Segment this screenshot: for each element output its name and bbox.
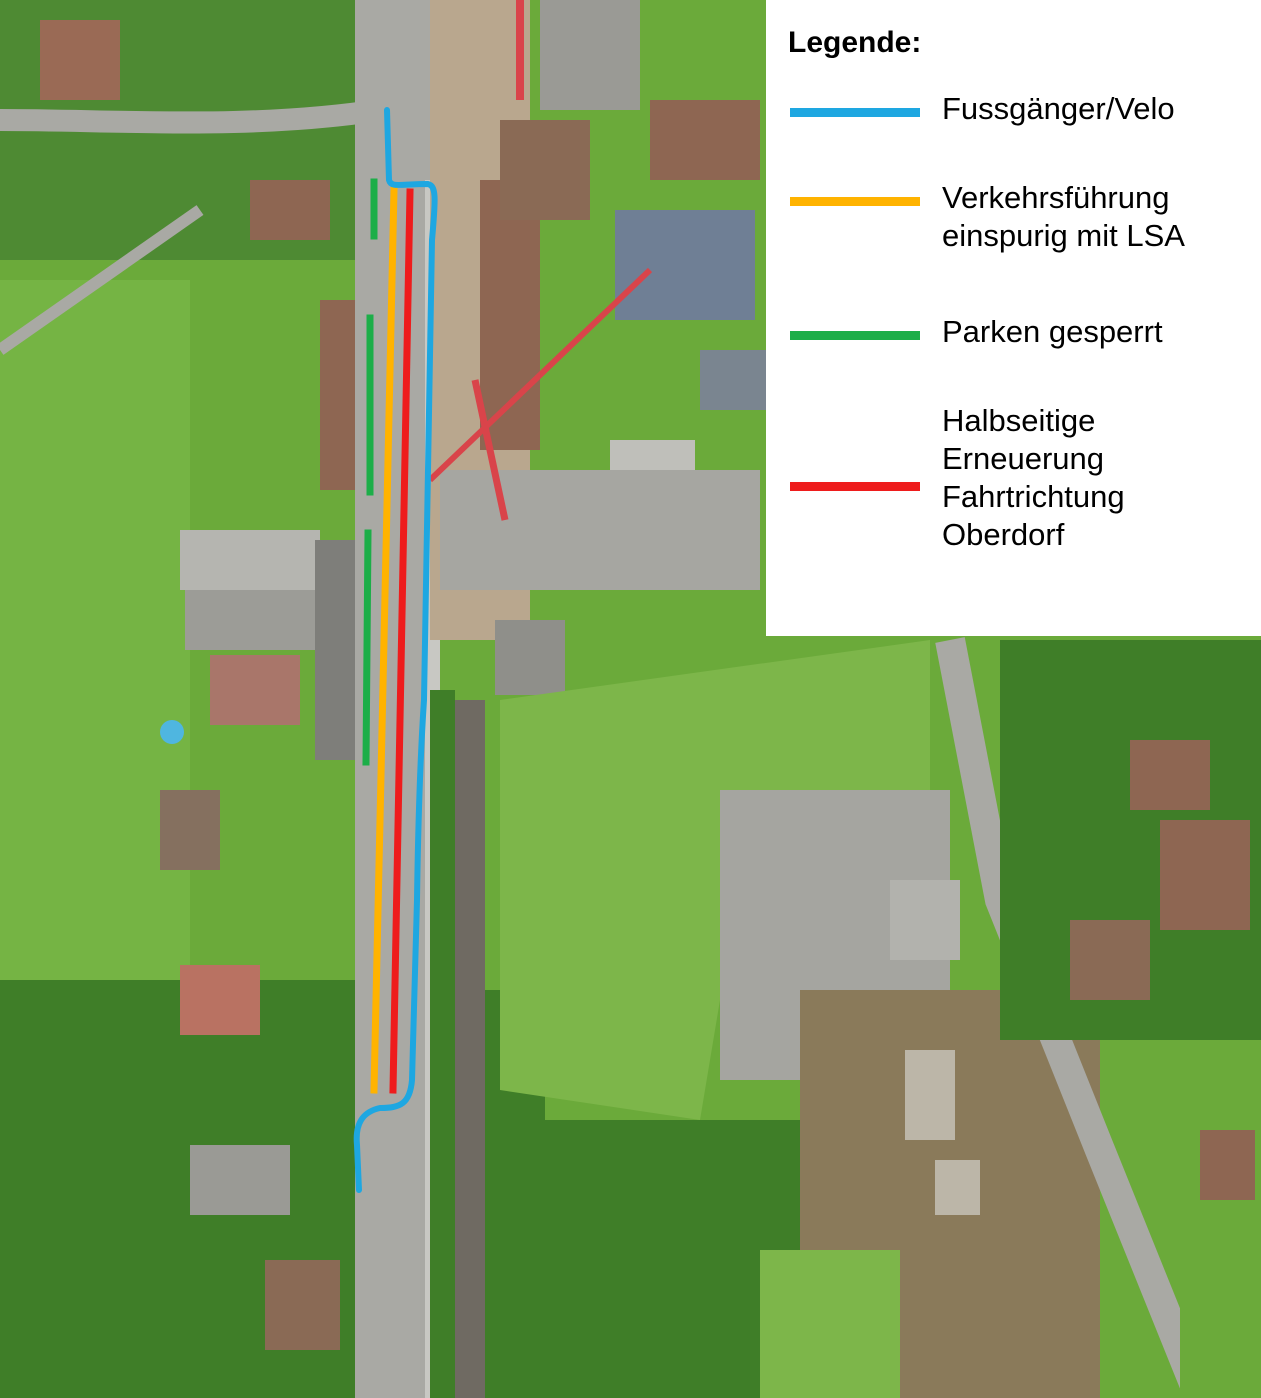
tree-belt [430, 690, 455, 1398]
side-road [0, 205, 204, 355]
right-lawn [1180, 1220, 1261, 1398]
solar-roof-building [615, 210, 755, 320]
building [500, 120, 590, 220]
building [540, 0, 640, 110]
side-road [0, 99, 382, 134]
paved-area [440, 470, 760, 590]
legend-label: Halbseitige Erneuerung Fahrtrichtung Obe… [942, 403, 1125, 552]
route-one-lane-traffic [370, 186, 398, 1094]
house [190, 1145, 290, 1215]
crane [471, 379, 509, 521]
route-pedestrian-bike [353, 107, 438, 1193]
railway [455, 700, 485, 1398]
bottom-woods [500, 1120, 800, 1398]
building [1130, 740, 1210, 810]
building [650, 100, 760, 180]
house [210, 655, 300, 725]
legend-label: Verkehrsführung einspurig mit LSA [942, 180, 1185, 253]
route-half-renewal [389, 188, 414, 1094]
house [180, 965, 260, 1035]
parking-lot [185, 590, 315, 650]
legend-swatch-blue [790, 108, 920, 117]
left-meadow [0, 280, 190, 980]
route-parking-closed [362, 529, 372, 766]
building [1160, 820, 1250, 930]
care-home-courtyard [935, 1160, 980, 1215]
house [250, 180, 330, 240]
house [265, 1260, 340, 1350]
building [1070, 920, 1150, 1000]
legend-title: Legende: [788, 26, 922, 59]
care-home-courtyard [905, 1050, 955, 1140]
lawn [760, 1250, 900, 1398]
lawn [500, 640, 930, 1120]
legend-swatch-green [790, 331, 920, 340]
house [40, 20, 120, 100]
pool [160, 720, 184, 744]
building [700, 350, 766, 410]
legend-label: Parken gesperrt [942, 314, 1163, 349]
house [180, 530, 320, 590]
legend-panel: Legende: Fussgänger/Velo Verkehrsführung… [766, 0, 1261, 636]
legend-swatch-red [790, 482, 920, 491]
legend-swatch-orange [790, 197, 920, 206]
building [890, 880, 960, 960]
building [1200, 1130, 1255, 1200]
house [160, 790, 220, 870]
building [480, 180, 540, 450]
legend-label: Fussgänger/Velo [942, 91, 1175, 126]
building [495, 620, 565, 695]
crane [427, 267, 653, 483]
